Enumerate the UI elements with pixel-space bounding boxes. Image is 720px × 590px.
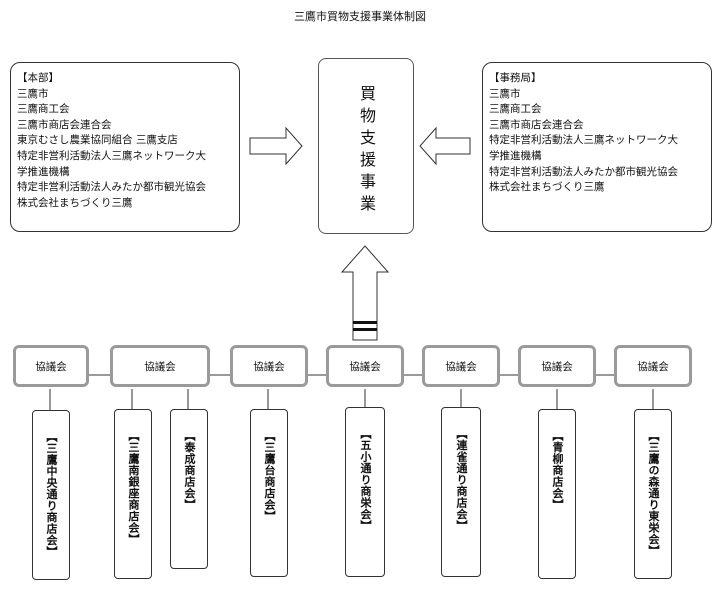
jimukyoku-line: 三鷹商工会 (489, 103, 542, 116)
honbu-line: 特定非営利活動法人みたか都市観光協会 (17, 181, 206, 194)
honbu-panel: 【本部】 三鷹市 三鷹商工会 三鷹市商店会連合会 東京むさし農業協同組合 三鷹支… (10, 62, 240, 232)
association-box: 【三鷹台商店会】 (250, 409, 288, 577)
jimukyoku-line: 学推進機構 (489, 149, 542, 162)
honbu-line: 三鷹市商店会連合会 (17, 118, 112, 131)
association-label: 【泰成商店会】 (183, 430, 196, 511)
association-box: 【三鷹の森通り東栄会】 (634, 409, 672, 579)
jimukyoku-panel: 【事務局】 三鷹市 三鷹商工会 三鷹市商店会連合会 特定非営利活動法人三鷹ネット… (482, 62, 712, 232)
association-label: 【三鷹の森通り東栄会】 (647, 430, 660, 557)
center-business-box: 買物支援事業 (318, 58, 414, 234)
honbu-line: 特定非営利活動法人三鷹ネットワーク大 (17, 149, 206, 162)
honbu-heading: 【本部】 (17, 72, 59, 84)
honbu-line: 株式会社まちづくり三鷹 (17, 196, 133, 209)
council-box: 協議会 (13, 345, 89, 387)
jimukyoku-line: 三鷹市 (489, 87, 521, 100)
arrow-base-bar (353, 321, 377, 324)
jimukyoku-line: 株式会社まちづくり三鷹 (489, 181, 605, 194)
association-label: 【三鷹南銀座商店会】 (127, 430, 140, 545)
arrow-right-icon (249, 126, 303, 166)
council-box: 協議会 (422, 345, 500, 387)
council-box: 協議会 (230, 345, 308, 387)
arrow-left-icon (419, 126, 471, 166)
honbu-line: 東京むさし農業協同組合 三鷹支店 (17, 134, 178, 147)
jimukyoku-line: 特定非営利活動法人三鷹ネットワーク大 (489, 134, 678, 147)
association-label: 【三鷹台商店会】 (263, 430, 276, 522)
arrow-base-bar (353, 328, 377, 331)
association-box: 【青柳商店会】 (538, 409, 576, 579)
honbu-line: 三鷹商工会 (17, 103, 70, 116)
council-box: 協議会 (326, 345, 404, 387)
jimukyoku-line: 特定非営利活動法人みたか都市観光協会 (489, 165, 678, 178)
association-box: 【三鷹南銀座商店会】 (114, 409, 152, 579)
council-box: 協議会 (614, 345, 692, 387)
council-box: 協議会 (518, 345, 596, 387)
association-label: 【連雀通り商店会】 (455, 428, 468, 532)
diagram-title: 三鷹市買物支援事業体制図 (294, 10, 426, 23)
honbu-line: 学推進機構 (17, 165, 70, 178)
jimukyoku-line: 三鷹市商店会連合会 (489, 118, 584, 131)
arrow-up-icon (340, 245, 390, 341)
association-label: 【三鷹中央通り商店会】 (45, 431, 58, 558)
honbu-line: 三鷹市 (17, 87, 49, 100)
center-business-label: 買物支援事業 (357, 85, 376, 217)
council-box: 協議会 (110, 345, 210, 387)
association-box: 【泰成商店会】 (170, 409, 208, 569)
association-label: 【五小通り商栄会】 (359, 428, 372, 532)
association-box: 【三鷹中央通り商店会】 (32, 410, 70, 580)
association-box: 【連雀通り商店会】 (441, 407, 481, 577)
jimukyoku-heading: 【事務局】 (489, 72, 542, 84)
association-box: 【五小通り商栄会】 (345, 407, 385, 577)
association-label: 【青柳商店会】 (551, 430, 564, 511)
